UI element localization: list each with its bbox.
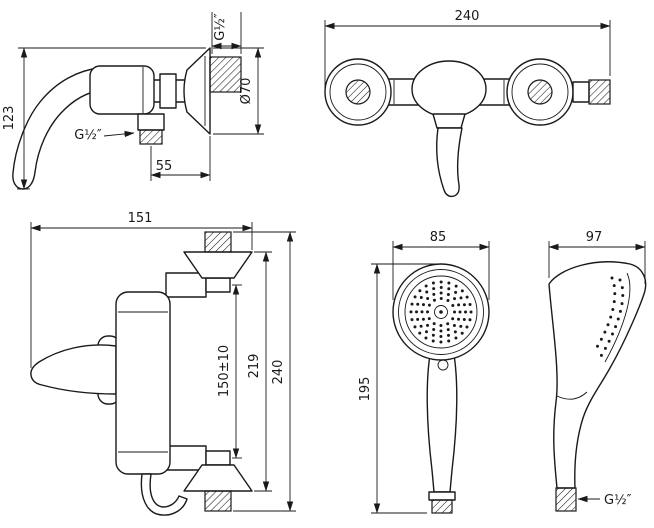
shower-head-rim bbox=[398, 269, 484, 355]
dim-label-head-diameter: 85 bbox=[430, 230, 447, 245]
spray-center-dot bbox=[439, 310, 443, 314]
dim-label-flange-span: 219 bbox=[247, 354, 262, 379]
dim-label-height: 123 bbox=[2, 106, 17, 131]
dimension-flange-span: 219 bbox=[247, 251, 272, 492]
dim-label-handshower-length: 195 bbox=[358, 377, 373, 402]
spray-dots-ring-3 bbox=[420, 291, 462, 333]
spray-dots-ring-1 bbox=[409, 280, 473, 344]
view-mixer-profile: 151 150±10 219 240 bbox=[30, 211, 296, 516]
spray-dots-ring-2 bbox=[415, 286, 467, 338]
dim-label-wall-distance: 55 bbox=[156, 159, 173, 174]
view-handshower-side: 97 G½″ bbox=[548, 230, 647, 512]
bottom-neck bbox=[205, 450, 231, 466]
outlet-pipe bbox=[572, 81, 590, 103]
label-outlet-thread: G½″ bbox=[74, 128, 135, 143]
handle-thread bbox=[431, 499, 453, 514]
dimension-head-diameter: 85 bbox=[392, 230, 490, 300]
spray-dots-ring-4 bbox=[426, 297, 456, 327]
lever-collar bbox=[432, 113, 466, 129]
face-plate-edge bbox=[604, 272, 631, 363]
handle-clip-loop bbox=[437, 359, 449, 371]
dimension-flange-diameter: Ø70 bbox=[213, 47, 264, 135]
union-nut bbox=[159, 73, 177, 109]
dimension-side-depth: 97 bbox=[548, 230, 646, 284]
top-neck bbox=[205, 277, 231, 293]
dim-label-handle-thread: G½″ bbox=[604, 493, 632, 508]
spray-center-ring bbox=[434, 305, 448, 319]
face-spray-dots-1 bbox=[599, 278, 625, 358]
dim-label-flange-diameter: Ø70 bbox=[239, 78, 254, 105]
dim-label-connection-spacing: 150±10 bbox=[217, 345, 232, 397]
label-handle-thread: G½″ bbox=[577, 493, 632, 508]
lever-blade-profile bbox=[30, 344, 117, 395]
view-mixer-front: 240 bbox=[324, 9, 611, 198]
right-inlet-hub bbox=[527, 79, 553, 105]
dimension-height: 123 bbox=[2, 47, 206, 190]
dimension-top-thread: G½″ bbox=[211, 12, 242, 54]
dim-label-depth: 151 bbox=[128, 211, 153, 226]
dimension-overall-width: 240 bbox=[324, 9, 611, 88]
view-mixer-side: 123 G½″ Ø70 G½″ 55 bbox=[2, 12, 264, 190]
wall-thread-pipe bbox=[209, 56, 242, 93]
neck-contour bbox=[556, 391, 588, 400]
dimension-handshower-length: 195 bbox=[358, 263, 439, 514]
view-handshower-front: 85 195 bbox=[358, 230, 490, 514]
bottom-escutcheon-cone bbox=[183, 464, 253, 492]
right-escutcheon-rim bbox=[511, 63, 569, 121]
handshower-handle bbox=[426, 354, 458, 493]
top-connector-pipe bbox=[165, 272, 207, 298]
shower-hook bbox=[140, 473, 188, 516]
left-inlet-hub bbox=[345, 79, 371, 105]
wall-escutcheon-cone bbox=[183, 47, 211, 135]
dimension-total-height: 240 bbox=[233, 231, 296, 512]
dim-label-top-thread: G½″ bbox=[213, 13, 228, 41]
mixer-body-column bbox=[115, 291, 171, 475]
side-handle-thread bbox=[555, 487, 577, 512]
handle-nut bbox=[428, 491, 456, 501]
mixer-center-body bbox=[411, 60, 487, 118]
dim-label-side-depth: 97 bbox=[586, 230, 603, 245]
dimension-wall-distance: 55 bbox=[150, 136, 211, 181]
bottom-connector-pipe bbox=[165, 445, 207, 471]
shower-head-face bbox=[404, 275, 478, 349]
top-thread-stub bbox=[204, 231, 232, 253]
handshower-side-profile bbox=[548, 261, 647, 489]
left-escutcheon-rim bbox=[329, 63, 387, 121]
dim-label-outlet-thread: G½″ bbox=[74, 128, 102, 143]
bottom-thread-stub bbox=[204, 490, 232, 512]
dimension-connection-spacing: 150±10 bbox=[217, 284, 242, 459]
lever-blade bbox=[435, 127, 463, 198]
outlet-pipe-thread bbox=[588, 79, 611, 105]
dimension-depth: 151 bbox=[30, 211, 253, 368]
mixer-body bbox=[89, 65, 155, 115]
bottom-outlet bbox=[137, 113, 165, 131]
bottom-outlet-thread bbox=[139, 129, 163, 145]
dim-label-total-height: 240 bbox=[271, 360, 286, 385]
dim-label-overall-width: 240 bbox=[455, 9, 480, 24]
